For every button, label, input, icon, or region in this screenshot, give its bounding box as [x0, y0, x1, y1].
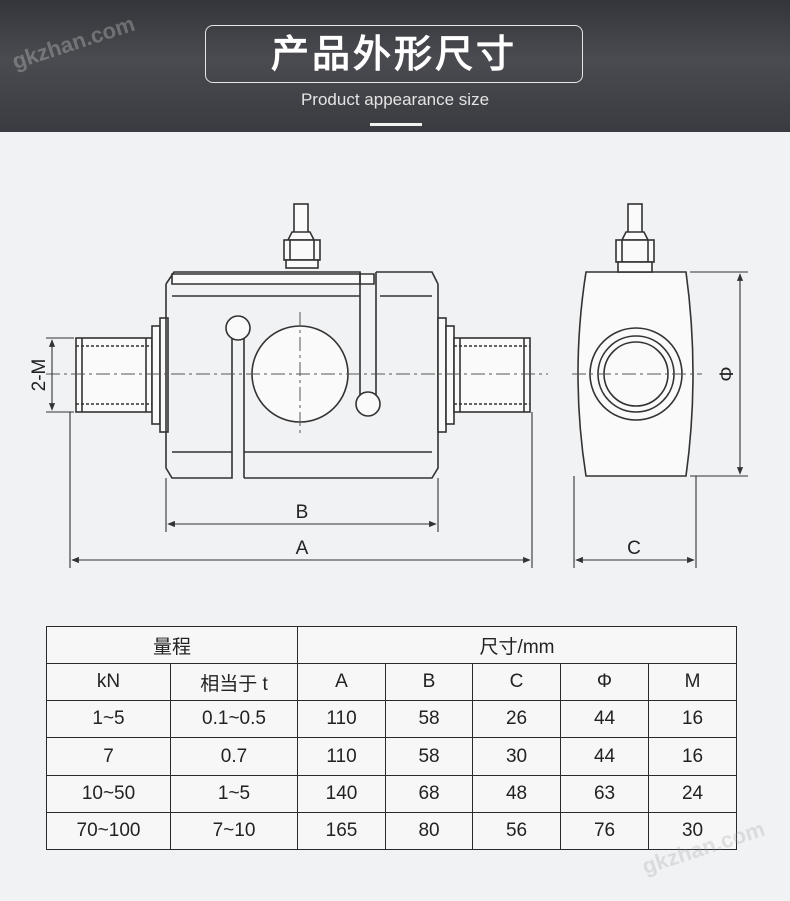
dim-label-m: 2-M	[29, 359, 50, 392]
dim-label-a: A	[296, 538, 309, 559]
table-row: 7 0.7 110 58 30 44 16	[46, 737, 738, 776]
table-cell: 44	[560, 737, 650, 776]
dimension-lines	[46, 271, 748, 568]
side-view	[577, 203, 694, 477]
range-group-header: 量程	[45, 625, 299, 665]
table-cell: 16	[648, 700, 738, 739]
table-header-row: kN 相当于 t A B C Φ M	[46, 663, 738, 702]
table-cell: 68	[385, 774, 474, 813]
dim-label-b: B	[296, 502, 309, 523]
table-cell: 16	[648, 737, 738, 776]
table-row: 1~5 0.1~0.5 110 58 26 44 16	[46, 700, 738, 739]
table-cell: 30	[472, 737, 562, 776]
table-cell: 0.7	[169, 737, 299, 776]
table-cell: 80	[385, 811, 474, 851]
table-cell: 110	[297, 700, 387, 739]
table-cell: 58	[385, 700, 474, 739]
sensor-body	[165, 271, 439, 479]
center-lines	[46, 312, 702, 436]
dim-label-c: C	[627, 538, 641, 559]
col-header-kn: kN	[46, 663, 171, 702]
table-row: 10~50 1~5 140 68 48 63 24	[46, 774, 738, 813]
table-row: 70~100 7~10 165 80 56 76 30	[46, 811, 738, 851]
table-cell: 30	[648, 811, 738, 851]
header-banner: gkzhan.com 产品外形尺寸 Product appearance siz…	[0, 0, 790, 132]
table-cell: 63	[560, 774, 650, 813]
technical-drawing: 2-M B A C Φ	[29, 203, 748, 568]
table-cell: 1~5	[46, 700, 171, 739]
page-title: 产品外形尺寸	[205, 25, 583, 83]
table-cell: 110	[297, 737, 387, 776]
table-cell: 48	[472, 774, 562, 813]
table-cell: 44	[560, 700, 650, 739]
table-cell: 58	[385, 737, 474, 776]
col-header-b: B	[385, 663, 474, 702]
table-cell: 56	[472, 811, 562, 851]
table-cell: 76	[560, 811, 650, 851]
right-threaded-stud	[437, 317, 531, 433]
dim-label-phi: Φ	[717, 366, 738, 381]
table-cell: 165	[297, 811, 387, 851]
table-cell: 7~10	[169, 811, 299, 851]
left-threaded-stud	[75, 317, 169, 433]
table-cell: 0.1~0.5	[169, 700, 299, 739]
watermark: gkzhan.com	[9, 10, 138, 75]
col-header-t: 相当于 t	[169, 663, 299, 702]
table-cell: 70~100	[46, 811, 171, 851]
col-header-phi: Φ	[560, 663, 650, 702]
size-group-header: 尺寸/mm	[297, 625, 738, 665]
col-header-m: M	[648, 663, 738, 702]
col-header-c: C	[472, 663, 562, 702]
table-cell: 140	[297, 774, 387, 813]
cable-gland-front	[283, 203, 321, 269]
table-group-header-row: 量程 尺寸/mm	[45, 625, 738, 665]
page-subtitle: Product appearance size	[300, 90, 490, 109]
subtitle-underline	[370, 123, 422, 126]
col-header-a: A	[297, 663, 387, 702]
table-cell: 7	[46, 737, 171, 776]
table-cell: 1~5	[169, 774, 299, 813]
table-cell: 10~50	[46, 774, 171, 813]
dimensions-table: 量程 尺寸/mm kN 相当于 t A B C Φ M 1~5 0.1~0.5 …	[45, 625, 738, 851]
table-cell: 24	[648, 774, 738, 813]
table-cell: 26	[472, 700, 562, 739]
